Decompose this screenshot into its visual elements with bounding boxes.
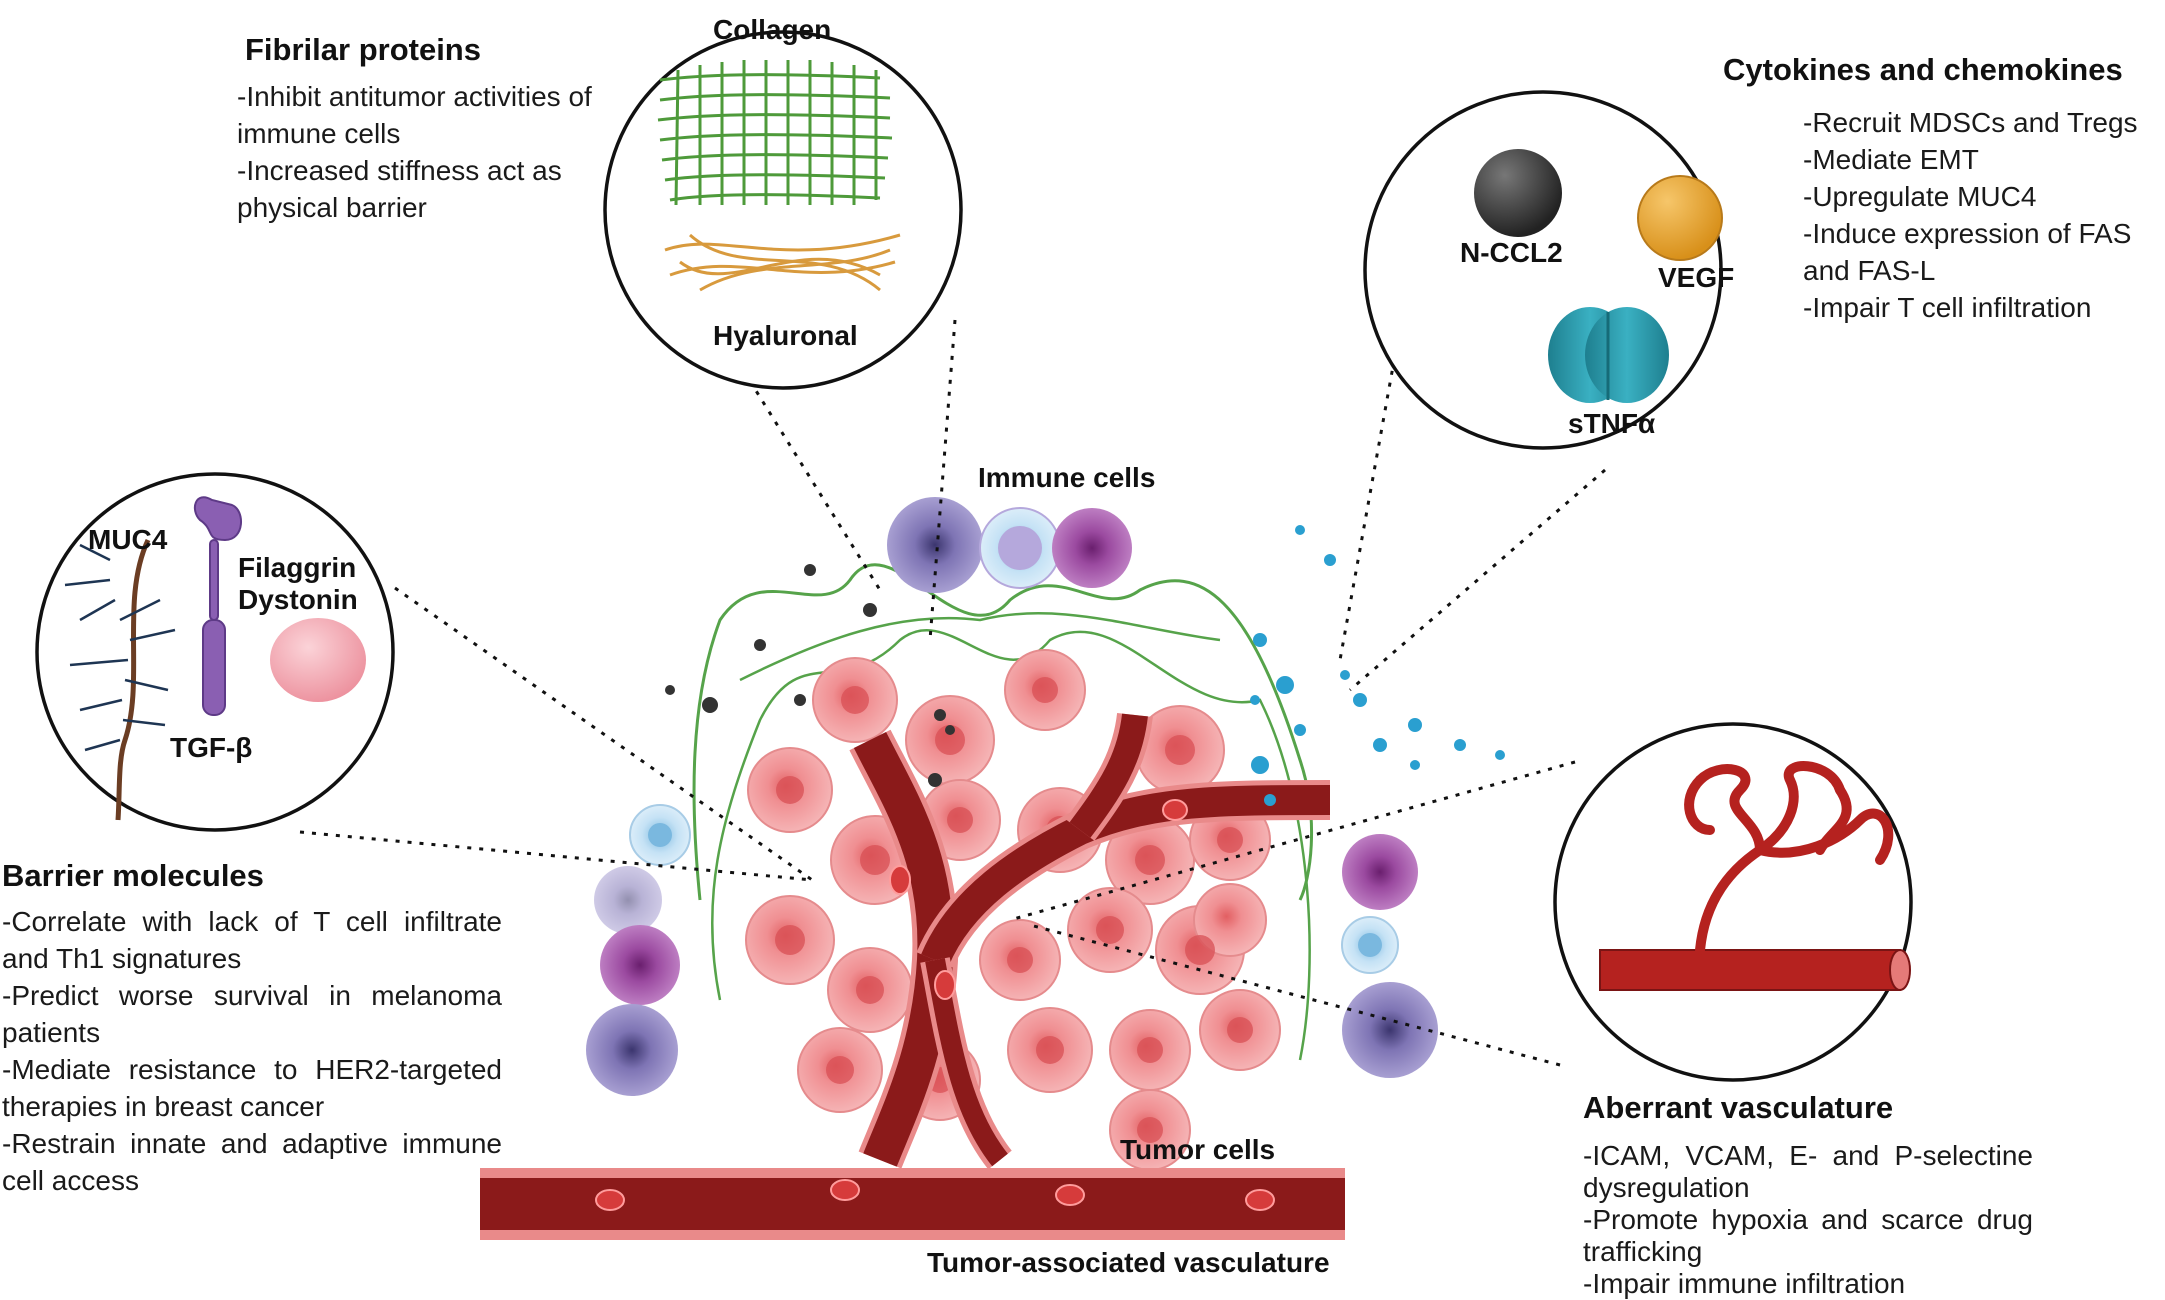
- cytokines-line-2: -Mediate EMT: [1803, 144, 1979, 175]
- tgf-beta-label: TGF-β: [170, 732, 253, 763]
- immune-cells-left: [586, 804, 691, 1096]
- tumor-cells: [745, 649, 1281, 1171]
- barrier-molecules-circle: [35, 472, 395, 832]
- fibrilar-line-2: -Increased stiffness act as physical bar…: [237, 155, 562, 223]
- immune-cells-top: [887, 497, 1132, 593]
- filaggrin-label: Filaggrin: [238, 552, 357, 583]
- aberrant-vasculature-circle: [1553, 722, 1913, 1082]
- muc4-molecule: [64, 538, 176, 821]
- barrier-description: -Correlate with lack of T cell infiltrat…: [2, 903, 502, 1199]
- cytokines-circle: [1363, 90, 1723, 450]
- n-ccl2-label: N-CCL2: [1460, 237, 1563, 268]
- aberrant-line-2: -Promote hypoxia and scarce drug traffic…: [1583, 1204, 2033, 1267]
- fibrilar-title: Fibrilar proteins: [245, 32, 481, 67]
- stnfa-molecule: [1548, 307, 1669, 403]
- tgf-beta-molecule: [193, 496, 242, 716]
- fibrilar-description: -Inhibit antitumor activities of immune …: [237, 78, 597, 226]
- ecm-fiber: [692, 563, 1313, 901]
- collagen-mesh: [657, 60, 893, 206]
- muc4-label: MUC4: [88, 524, 168, 555]
- hyaluronal-fibers: [664, 233, 901, 292]
- cytokines-line-3: -Upregulate MUC4: [1803, 181, 2037, 212]
- stnfa-label: sTNFα: [1568, 408, 1656, 439]
- aberrant-line-3: -Impair immune infiltration: [1583, 1268, 1906, 1299]
- tumor-mass: [480, 497, 1505, 1240]
- fibrilar-line-1: -Inhibit antitumor activities of immune …: [237, 81, 592, 149]
- immune-cells-label: Immune cells: [978, 462, 1156, 493]
- ecm-fiber: [710, 629, 1311, 1061]
- cytokine-particles: [1250, 525, 1505, 806]
- cytokines-title: Cytokines and chemokines: [1723, 52, 2123, 87]
- collagen-label: Collagen: [713, 14, 832, 45]
- barrier-title: Barrier molecules: [2, 858, 264, 893]
- barrier-line-2: -Predict worse survival in melanoma pati…: [2, 980, 502, 1048]
- aberrant-description: -ICAM, VCAM, E- and P-selectine dysregul…: [1583, 1140, 2033, 1300]
- tortuous-vessels: [1684, 761, 1894, 955]
- cytokines-description: -Recruit MDSCs and Tregs -Mediate EMT -U…: [1803, 104, 2163, 326]
- cytokines-line-1: -Recruit MDSCs and Tregs: [1803, 107, 2138, 138]
- vasculature-label: Tumor-associated vasculature: [927, 1247, 1330, 1278]
- ecm-fiber: [739, 612, 1221, 682]
- barrier-line-1: -Correlate with lack of T cell infiltrat…: [2, 906, 502, 974]
- fibrilar-proteins-circle: [603, 30, 963, 390]
- cytokines-line-4: -Induce expression of FAS and FAS-L: [1803, 218, 2132, 286]
- vegf-label: VEGF: [1658, 262, 1735, 293]
- barrier-line-3: -Mediate resistance to HER2-targeted the…: [2, 1054, 502, 1122]
- dystonin-label: Dystonin: [238, 584, 358, 615]
- n-ccl2-molecule: [1474, 149, 1562, 237]
- hyaluronal-label: Hyaluronal: [713, 320, 858, 351]
- barrier-line-4: -Restrain innate and adaptive immune cel…: [2, 1128, 502, 1196]
- tumor-cells-label: Tumor cells: [1120, 1134, 1276, 1165]
- cytokines-line-5: -Impair T cell infiltration: [1803, 292, 2092, 323]
- tumor-vasculature-branch: [849, 712, 1331, 1170]
- filaggrin-molecule: [270, 618, 366, 702]
- main-vessel: [480, 799, 1345, 1240]
- immune-cells-right: [1341, 834, 1438, 1078]
- aberrant-line-1: -ICAM, VCAM, E- and P-selectine dysregul…: [1583, 1140, 2033, 1203]
- aberrant-title: Aberrant vasculature: [1583, 1090, 1894, 1125]
- chemokine-particles: [665, 564, 955, 787]
- vegf-molecule: [1637, 175, 1723, 261]
